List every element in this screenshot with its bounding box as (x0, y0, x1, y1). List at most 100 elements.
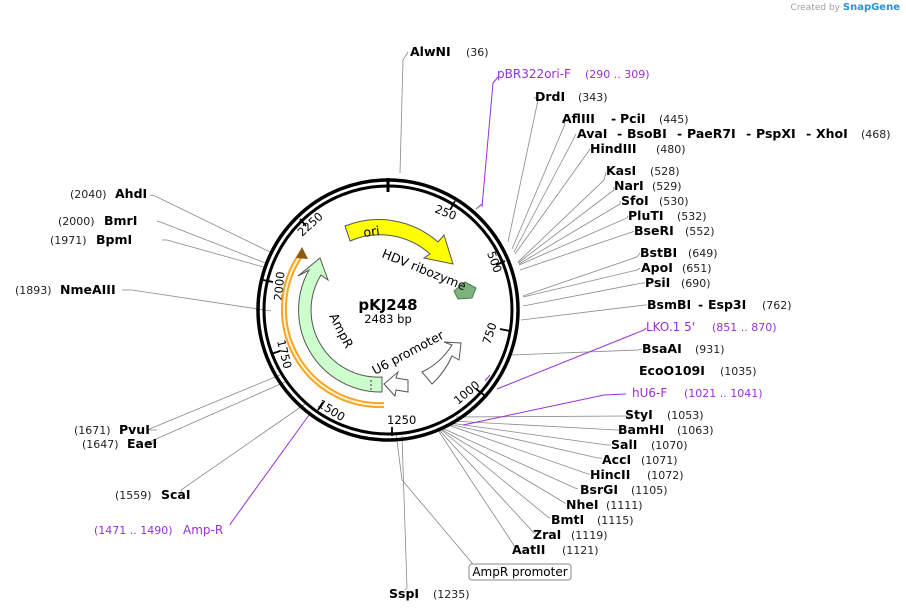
site-position: (1235) (433, 588, 470, 601)
site-eaei[interactable]: (1647) EaeI (82, 436, 157, 451)
site-position: (480) (656, 143, 686, 156)
site-position: (1971) (50, 234, 87, 247)
site-separator: - (806, 126, 811, 141)
site-position: (36) (466, 46, 489, 59)
site-psii[interactable]: PsiI (690) (645, 275, 711, 290)
site-drdi[interactable]: DrdI (343) (535, 89, 608, 104)
plasmid-size: 2483 bp (364, 312, 412, 326)
primer-position: (851 .. 870) (712, 321, 777, 334)
site-name: AhdI (115, 186, 147, 201)
site-separator: - (611, 111, 616, 126)
hdv-ribozyme-arrow[interactable] (453, 281, 477, 300)
site-afliii[interactable]: AflIII - PciI (445) (562, 111, 689, 126)
site-name: BseRI (634, 223, 674, 238)
site-name: AflIII (562, 111, 595, 126)
feature-ampr-promoter-box[interactable]: AmpR promoter (468, 563, 572, 581)
site-position: (445) (659, 113, 689, 126)
site-acci[interactable]: AccI (1071) (602, 452, 678, 467)
site-name: SfoI (621, 193, 649, 208)
site-bpmi[interactable]: (1971) BpmI (50, 232, 132, 247)
site-position: (1121) (562, 544, 599, 557)
site-bsmbi[interactable]: BsmBI - Esp3I (762) (647, 297, 792, 312)
site-name-2: Esp3I (708, 297, 746, 312)
site-separator: - (677, 126, 682, 141)
site-sspi[interactable]: SspI (1235) (389, 586, 470, 601)
site-position: (1671) (74, 424, 111, 437)
site-name: HindIII (590, 141, 637, 156)
tick-label-1250: 1250 (387, 413, 416, 427)
site-apoi[interactable]: ApoI (651) (641, 260, 712, 275)
site-nmeaiii[interactable]: (1893) NmeAIII (15, 282, 116, 297)
site-name: BsaAI (642, 341, 682, 356)
site-bmti[interactable]: BmtI (1115) (551, 512, 634, 527)
site-name: PvuI (119, 422, 150, 437)
primer-hu6-f[interactable]: hU6-F (1021 .. 1041) (632, 386, 763, 400)
ampr-arc-arrowhead (296, 247, 308, 259)
site-name: BpmI (96, 232, 132, 247)
site-bsaai[interactable]: BsaAI (931) (642, 341, 725, 356)
site-name: NmeAIII (60, 282, 116, 297)
site-name: NarI (614, 178, 644, 193)
site-pluti[interactable]: PluTI (532) (628, 208, 707, 223)
site-separator: - (698, 297, 703, 312)
site-name: KasI (606, 163, 636, 178)
site-bseri[interactable]: BseRI (552) (634, 223, 715, 238)
site-name: DrdI (535, 89, 565, 104)
site-nari[interactable]: NarI (529) (614, 178, 682, 193)
site-hincii[interactable]: HincII (1072) (590, 467, 684, 482)
primer-amp-r[interactable]: (1471 .. 1490) Amp-R (94, 523, 223, 537)
site-position: (649) (688, 247, 718, 260)
site-eco0109i[interactable]: EcoO109I (1035) (639, 363, 757, 378)
site-name: StyI (625, 407, 653, 422)
site-aatii[interactable]: AatII (1121) (512, 542, 599, 557)
site-position: (1035) (720, 365, 757, 378)
snapgene-credit: Created by SnapGene (790, 2, 900, 13)
primer-position: (1021 .. 1041) (684, 387, 763, 400)
ampr-feature-arrow[interactable] (297, 257, 383, 393)
site-name: HincII (590, 467, 630, 482)
primer-name: LKO.1 5' (646, 320, 695, 334)
site-name: BmtI (551, 512, 584, 527)
site-hindiii[interactable]: HindIII (480) (590, 141, 686, 156)
primer-lko1-5[interactable]: LKO.1 5' (851 .. 870) (646, 320, 777, 334)
site-bamhi[interactable]: BamHI (1063) (618, 422, 714, 437)
site-sfoi[interactable]: SfoI (530) (621, 193, 689, 208)
site-bmri[interactable]: (2000) BmrI (58, 213, 137, 228)
site-bsrgi[interactable]: BsrGI (1105) (580, 482, 668, 497)
site-zrai[interactable]: ZraI (1119) (533, 527, 608, 542)
ampr-promoter-arrow[interactable] (383, 370, 409, 398)
site-position: (651) (682, 262, 712, 275)
site-alwni[interactable]: AlwNI (36) (410, 44, 489, 59)
site-name: NheI (566, 497, 599, 512)
ori-feature-arrow[interactable] (344, 219, 454, 265)
site-bstbi[interactable]: BstBI (649) (640, 245, 718, 260)
site-name-5: XhoI (816, 126, 848, 141)
site-pvui[interactable]: (1671) PvuI (74, 422, 150, 437)
primer-position: (1471 .. 1490) (94, 524, 173, 537)
site-separator: - (746, 126, 751, 141)
site-position: (2040) (70, 188, 107, 201)
credit-text: Created by (790, 3, 840, 13)
site-name: AccI (602, 452, 631, 467)
site-avai[interactable]: AvaI - BsoBI - PaeR7I - PspXI - XhoI (46… (577, 126, 891, 141)
primer-lines (229, 76, 647, 526)
site-position: (2000) (58, 215, 95, 228)
site-kasi[interactable]: KasI (528) (606, 163, 680, 178)
ori-label: ori (362, 223, 380, 240)
site-nhei[interactable]: NheI (1111) (566, 497, 643, 512)
site-styi[interactable]: StyI (1053) (625, 407, 704, 422)
site-position: (1111) (606, 499, 643, 512)
site-position: (1559) (115, 489, 152, 502)
site-scai[interactable]: (1559) ScaI (115, 487, 191, 502)
u6-promoter-arrow[interactable] (421, 341, 462, 385)
site-sali[interactable]: SalI (1070) (611, 437, 688, 452)
ampr-label: AmpR (326, 311, 356, 351)
site-position: (1053) (667, 409, 704, 422)
site-position: (690) (681, 277, 711, 290)
plasmid-name: pKJ248 (358, 296, 417, 314)
site-name: PluTI (628, 208, 664, 223)
primer-pbr322ori-f[interactable]: pBR322ori-F (290 .. 309) (497, 67, 650, 81)
primer-name: hU6-F (632, 386, 667, 400)
site-ahdi[interactable]: (2040) AhdI (70, 186, 147, 201)
